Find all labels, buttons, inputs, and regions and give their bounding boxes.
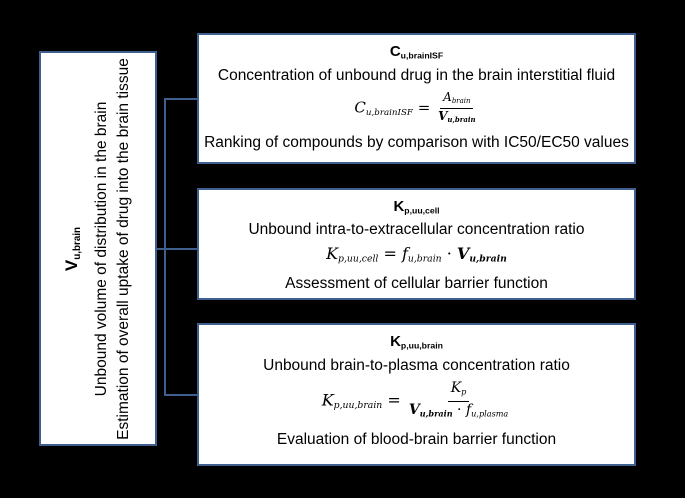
cu-brainisf-title: Cu,brainISF: [389, 43, 444, 61]
connector-horizontal-left: [157, 248, 166, 250]
cu-brainisf-note: Ranking of compounds by comparison with …: [204, 134, 629, 152]
kp-uu-cell-box: Kp,uu,cell Unbound intra-to-extracellula…: [197, 188, 636, 300]
connector-to-box2: [164, 248, 197, 250]
kp-uu-cell-description: Unbound intra-to-extracellular concentra…: [248, 221, 585, 239]
vu-brain-text-group: Vu,brain Unbound volume of distribution …: [61, 54, 135, 444]
cu-brainisf-box: Cu,brainISF Concentration of unbound dru…: [197, 33, 636, 164]
vu-brain-box: Vu,brain Unbound volume of distribution …: [39, 51, 157, 446]
vu-brain-title: Vu,brain: [62, 226, 83, 271]
vu-brain-definition: Unbound volume of distribution in the br…: [92, 101, 110, 396]
connector-to-box1: [164, 98, 197, 100]
cu-brainisf-description: Concentration of unbound drug in the bra…: [217, 67, 616, 85]
kp-uu-cell-formula: Kp,uu,cell = fu,brain · Vu,brain: [326, 244, 507, 266]
connector-to-box3: [164, 394, 197, 396]
kp-uu-cell-title: Kp,uu,cell: [393, 198, 440, 216]
kp-uu-cell-note: Assessment of cellular barrier function: [285, 275, 548, 293]
kp-uu-brain-note: Evaluation of blood-brain barrier functi…: [276, 430, 557, 448]
kp-uu-brain-description: Unbound brain-to-plasma concentration ra…: [263, 357, 570, 375]
kp-uu-brain-box: Kp,uu,brain Unbound brain-to-plasma conc…: [197, 323, 636, 466]
kp-uu-brain-title: Kp,uu,brain: [390, 333, 443, 351]
connector-vertical: [164, 98, 166, 396]
vu-brain-purpose: Estimation of overall uptake of drug int…: [114, 57, 132, 440]
